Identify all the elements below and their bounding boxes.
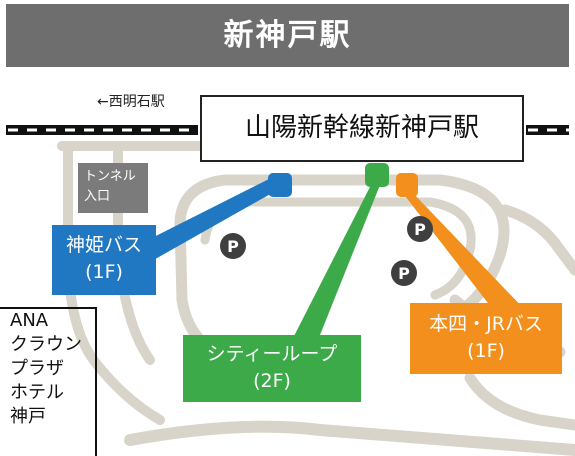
station-box: 山陽新幹線新神戸駅 — [200, 95, 524, 162]
bus-stop-name: 本四・JRバス — [429, 313, 543, 335]
bus-stop-honshi-jr: 本四・JRバス (1F) — [410, 303, 562, 374]
parking-icon-1: P — [220, 233, 246, 259]
svg-text:P: P — [227, 237, 239, 256]
west-direction-label: ←西明石駅 — [97, 94, 165, 110]
parking-icon-2: P — [407, 216, 433, 242]
bus-stop-city-loop: シティーループ (2F) — [183, 335, 361, 402]
bus-stop-floor: (1F) — [467, 340, 505, 362]
blue-bus-stop-marker — [268, 173, 292, 197]
svg-text:P: P — [414, 220, 426, 239]
orange-bus-stop-marker — [396, 173, 418, 197]
railway-line — [6, 125, 569, 135]
road-se-curve — [464, 372, 575, 431]
bus-stop-shinki: 神姫バス (1F) — [52, 225, 156, 295]
hotel-line-3: プラザ — [10, 358, 64, 379]
tunnel-line-2: 入口 — [84, 189, 111, 204]
road-south — [124, 420, 575, 456]
hotel-label: ANA クラウン プラザ ホテル 神戸 — [10, 309, 82, 429]
bus-stop-name: シティーループ — [206, 343, 338, 365]
road-central-loop-outer — [174, 174, 510, 326]
station-name: 山陽新幹線新神戸駅 — [244, 113, 479, 143]
bus-stop-name: 神姫バス — [65, 234, 142, 256]
bus-stop-floor: (1F) — [85, 261, 123, 283]
parking-icon-3: P — [391, 260, 417, 286]
tunnel-entrance-label: トンネル 入口 — [78, 163, 148, 213]
hotel-line-1: ANA — [10, 310, 49, 331]
title-banner: 新神戸駅 — [6, 4, 569, 67]
bus-stop-floor: (2F) — [253, 370, 291, 392]
blue-pointer — [128, 178, 281, 262]
orange-pointer — [402, 190, 528, 316]
hotel-line-5: 神戸 — [10, 406, 46, 427]
tunnel-line-1: トンネル — [84, 169, 136, 184]
hotel-line-4: ホテル — [10, 382, 64, 403]
map-title: 新神戸駅 — [223, 18, 352, 53]
svg-text:P: P — [398, 264, 410, 283]
hotel-block-outline — [0, 307, 97, 456]
road-east-loop — [499, 204, 575, 276]
hotel-line-2: クラウン — [10, 334, 82, 355]
green-bus-stop-marker — [365, 163, 389, 187]
green-pointer — [292, 183, 380, 340]
